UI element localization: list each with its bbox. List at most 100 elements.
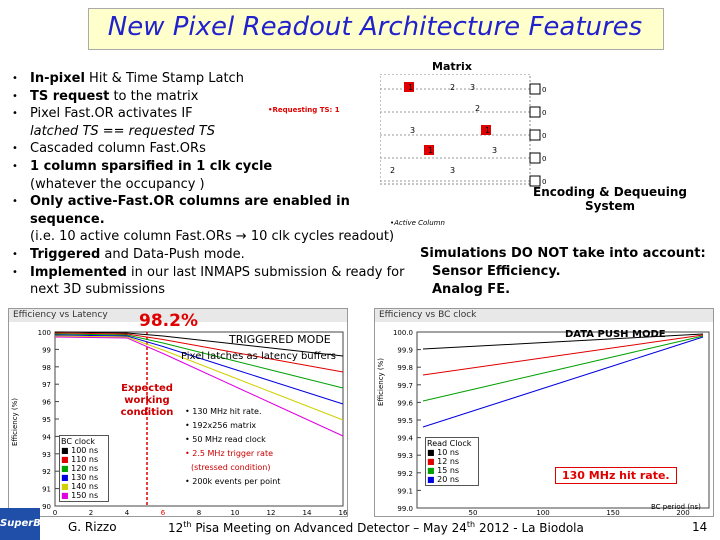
author: G. Rizzo [68, 520, 117, 534]
bullet-item: •Pixel Fast.OR activates IF [12, 105, 412, 123]
sim-item: Analog FE. [432, 282, 511, 297]
hit-pixel-marker [424, 145, 434, 155]
pixel-ts: 2 [475, 104, 480, 113]
condition-item: • 2.5 MHz trigger rate [185, 449, 273, 458]
legend-entry: ■ 15 ns [427, 466, 460, 475]
bullet-item: • Implemented in our last INMAPS submissi… [12, 264, 412, 282]
efficiency-vs-latency-window: Efficiency vs Latency Efficiency (%) 100… [8, 308, 348, 517]
y-tick-label: 93 [42, 451, 51, 459]
y-tick-label: 99.8 [397, 364, 413, 372]
bullet-item: (whatever the occupancy ) [12, 176, 412, 194]
y-tick-label: 100.0 [393, 329, 413, 337]
x-tick-label: 4 [125, 509, 130, 516]
bullet-bold: 1 column sparsified in 1 clk cycle [30, 158, 273, 174]
bullet-dot [12, 123, 30, 141]
bullet-item: latched TS == requested TS [12, 123, 412, 141]
bullet-item: • 1 column sparsified in 1 clk cycle [12, 158, 412, 176]
legend-entry: ■ 110 ns [61, 455, 99, 464]
title-box [88, 8, 664, 50]
meeting-sup: th [183, 520, 192, 529]
meeting-text: Pisa Meeting on Advanced Detector – May … [191, 521, 467, 535]
bullet-item: next 3D submissions [12, 281, 412, 299]
bullet-dot: • [12, 266, 18, 278]
y-tick-label: 92 [42, 468, 51, 476]
y-tick-label: 94 [42, 433, 51, 441]
pixel-ts: 3 [492, 146, 497, 155]
y-tick-label: 95 [42, 416, 51, 424]
bullet-dot [12, 228, 30, 246]
page-number: 14 [692, 520, 708, 534]
bc-curve [422, 334, 704, 376]
bullet-text: to the matrix [109, 88, 199, 104]
condition-item: • 200k events per point [185, 477, 281, 486]
x-tick-label: 14 [303, 509, 312, 516]
fastor-output: 0 [542, 178, 546, 186]
bullet-dot: • [12, 196, 18, 208]
hit-pixel-marker [481, 125, 491, 135]
latency-curve [54, 336, 344, 437]
bc-curve [422, 333, 704, 350]
legend-title: BC clock [61, 437, 96, 446]
legend-entry: ■ 12 ns [427, 457, 460, 466]
pixel-ts: 1 [428, 146, 433, 155]
y-tick-label: 91 [42, 486, 51, 494]
latency-curve [54, 333, 344, 389]
legend-entry: ■ 120 ns [61, 464, 99, 473]
y-tick-label: 99.3 [397, 452, 413, 460]
bc-curve [422, 335, 704, 402]
bullet-dot: • [12, 90, 18, 102]
bullet-dot: • [12, 143, 18, 155]
efficiency-vs-bc-window: Efficiency vs BC clock Efficiency (%) 10… [374, 308, 714, 517]
bullet-text: Pixel Fast.OR activates IF [30, 106, 193, 122]
latency-curve [54, 334, 344, 405]
y-tick-label: 99.9 [397, 347, 413, 355]
pixel-ts: 1 [485, 126, 490, 135]
pixel-ts: 3 [450, 166, 455, 175]
y-tick-label: 99.7 [397, 382, 413, 390]
bullet-bold: Implemented [30, 264, 127, 280]
x-tick-label: 16 [339, 509, 347, 516]
fastor-output: 0 [542, 132, 546, 140]
bullet-text: in our last INMAPS submission & ready fo… [126, 264, 405, 280]
requesting-ts-label: •Requesting TS: 1 [268, 106, 340, 114]
legend-entry: ■ 10 ns [427, 448, 460, 457]
y-tick-label: 99.6 [397, 399, 413, 407]
y-tick-label: 98 [42, 364, 51, 372]
bullet-text: next 3D submissions [30, 282, 166, 298]
condition-item: (stressed condition) [191, 463, 271, 472]
x-tick-label: 2 [89, 509, 93, 516]
mode-label: TRIGGERED MODE [229, 333, 331, 346]
legend-entry: ■ 100 ns [61, 446, 99, 455]
svg-text:Efficiency (%): Efficiency (%) [377, 358, 385, 406]
efficiency-value: 98.2% [139, 311, 198, 331]
y-tick-label: 99.1 [397, 487, 413, 495]
bullet-text: Hit & Time Stamp Latch [84, 71, 244, 86]
legend-entry: ■ 20 ns [427, 475, 460, 484]
fastor-gate [529, 83, 541, 95]
bullet-item: (i.e. 10 active column Fast.ORs → 10 clk… [12, 228, 412, 246]
mode-label: DATA PUSH MODE [565, 329, 666, 340]
encoding-label: Encoding & Dequeuing System [533, 185, 687, 213]
bullet-dot [12, 176, 30, 194]
bullet-item: •Only active-Fast.OR columns are enabled… [12, 193, 412, 228]
bullet-text: (i.e. 10 active column Fast.ORs → 10 clk… [30, 229, 395, 245]
svg-text:Efficiency (%): Efficiency (%) [11, 398, 19, 446]
x-tick-label: 200 [676, 509, 689, 516]
bullet-dot: • [12, 160, 18, 172]
fastor-output: 0 [542, 86, 546, 94]
latency-curve [54, 335, 344, 421]
meeting-place: 2012 - La Biodola [475, 521, 584, 535]
bullet-text: latched TS == requested TS [30, 123, 215, 139]
legend-title: Read Clock [427, 439, 472, 448]
legend-entry: ■ 140 ns [61, 482, 99, 491]
latency-curve [54, 331, 344, 357]
y-tick-label: 97 [42, 381, 51, 389]
x-tick-label: 12 [267, 509, 276, 516]
window-title: Efficiency vs BC clock [375, 309, 713, 322]
hit-rate-label: 130 MHz hit rate. [555, 467, 677, 484]
bullet-text: (whatever the occupancy ) [30, 176, 205, 192]
y-tick-label: 99.5 [397, 417, 413, 425]
bullet-dot [12, 281, 30, 299]
conditions-list: • 130 MHz hit rate.• 192x256 matrix• 50 … [185, 405, 320, 489]
